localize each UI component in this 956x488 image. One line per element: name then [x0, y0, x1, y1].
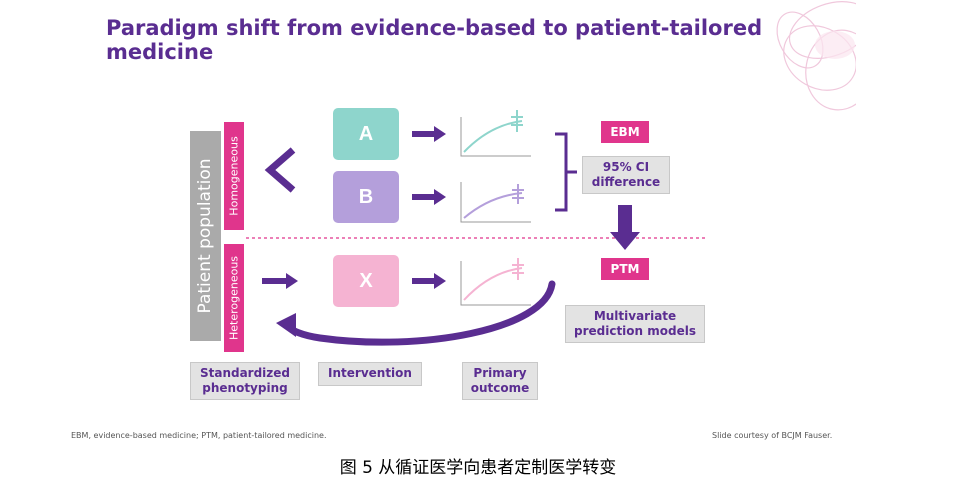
intervention-box-b: B — [333, 171, 399, 223]
arrow-hetero-icon — [262, 273, 298, 289]
decorative-petals — [776, 1, 856, 111]
intervention-box-x: X — [333, 255, 399, 307]
down-arrow-icon — [610, 205, 640, 250]
primary-outcome-box: Primary outcome — [462, 362, 538, 400]
figure-caption: 图 5 从循证医学向患者定制医学转变 — [339, 458, 617, 478]
feedback-curve — [286, 280, 556, 346]
multivariate-models-box: Multivariate prediction models — [565, 305, 705, 343]
arrows-to-outcome — [262, 126, 446, 289]
feedback-arrowhead-icon — [276, 313, 296, 337]
outcome-plot-b — [460, 182, 531, 223]
heterogeneous-bar — [224, 244, 244, 352]
arrow-a-icon — [412, 126, 446, 142]
arrow-b-icon — [412, 189, 446, 205]
footnote-left: EBM, evidence-based medicine; PTM, patie… — [71, 431, 327, 440]
outcome-plot-a — [460, 110, 531, 157]
ci-difference-box: 95% CI difference — [582, 156, 670, 194]
ebm-tag: EBM — [601, 121, 649, 143]
slide-title: Paradigm shift from evidence-based to pa… — [106, 16, 763, 64]
ebm-bracket — [555, 132, 577, 212]
intervention-box-label: Intervention — [318, 362, 422, 386]
outcome-plot-x — [460, 258, 531, 306]
ptm-tag: PTM — [601, 258, 649, 280]
split-chevron-icon — [264, 147, 296, 193]
intervention-box-a: A — [333, 108, 399, 160]
standardized-phenotyping-box: Standardized phenotyping — [190, 362, 300, 400]
arrow-x-icon — [412, 273, 446, 289]
footnote-right: Slide courtesy of BCJM Fauser. — [712, 431, 833, 440]
patient-population-bar — [190, 131, 221, 341]
homogeneous-bar — [224, 122, 244, 230]
